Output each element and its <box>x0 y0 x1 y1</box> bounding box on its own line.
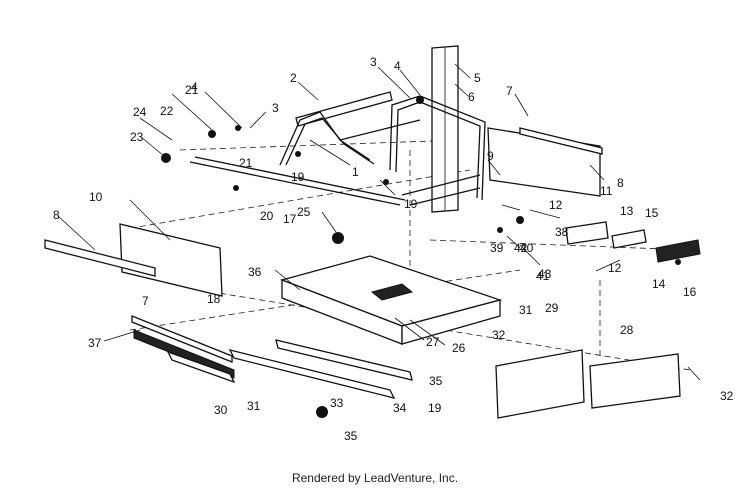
callout: 23 <box>130 130 144 144</box>
callout: 9 <box>487 149 494 163</box>
callout: 6 <box>468 90 475 104</box>
callout: 17 <box>283 212 297 226</box>
left-side-plate <box>119 223 223 297</box>
callout: 4 <box>191 80 198 94</box>
callout: 36 <box>248 265 262 279</box>
callout: 12 <box>549 198 563 212</box>
slide-rail-b <box>275 339 413 381</box>
callout: 31 <box>519 303 533 317</box>
callout: 8 <box>53 208 60 222</box>
lower-angle <box>166 350 236 384</box>
callout: 3 <box>370 55 377 69</box>
callout: 25 <box>297 205 311 219</box>
callout: 29 <box>545 301 559 315</box>
callout: 12 <box>608 261 622 275</box>
slide-rail-a <box>228 349 396 399</box>
callout: 27 <box>426 335 440 349</box>
callout: 38 <box>555 225 569 239</box>
callout: 7 <box>142 294 149 308</box>
vertical-post <box>431 45 459 213</box>
trim-strip <box>131 315 233 363</box>
callout: 16 <box>683 285 697 299</box>
leader-lines <box>57 63 701 381</box>
callout: 5 <box>474 71 481 85</box>
callout: 14 <box>652 277 666 291</box>
callout: 19 <box>291 170 305 184</box>
callout: 43 <box>538 267 552 281</box>
callout: 26 <box>452 341 466 355</box>
callout: 13 <box>620 204 634 218</box>
callout: 20 <box>260 209 274 223</box>
callout: 19 <box>428 401 442 415</box>
callout: 28 <box>620 323 634 337</box>
callout: 42 <box>514 241 528 255</box>
callout: 34 <box>393 401 407 415</box>
callout: 32 <box>492 328 506 342</box>
callout: 22 <box>160 104 174 118</box>
bracket-40 <box>565 221 609 245</box>
callout: 15 <box>645 206 659 220</box>
callout: 30 <box>214 403 228 417</box>
callout: 8 <box>617 176 624 190</box>
right-rail <box>519 127 603 155</box>
callout: 37 <box>88 336 102 350</box>
callout: 7 <box>506 84 513 98</box>
callout: 4 <box>394 59 401 73</box>
callout: 3 <box>272 101 279 115</box>
callout: 21 <box>185 83 199 97</box>
callout: 41 <box>536 269 550 283</box>
bracket-15 <box>611 229 647 249</box>
callout: 24 <box>133 105 147 119</box>
panel-30 <box>589 353 681 409</box>
callout-labels: 1 2 3 3 4 4 5 6 7 7 8 8 9 10 11 12 12 13… <box>53 55 734 443</box>
footer-credit: Rendered by LeadVenture, Inc. <box>291 471 459 485</box>
seat-base <box>279 255 503 345</box>
callout: 32 <box>720 389 734 403</box>
callout: 18 <box>207 292 221 306</box>
callout: 19 <box>404 197 418 211</box>
callout: 39 <box>490 241 504 255</box>
callout: 2 <box>290 71 297 85</box>
callout: 35 <box>429 374 443 388</box>
cross-bar <box>295 91 393 127</box>
callout: 31 <box>247 399 261 413</box>
bracket-17 <box>655 239 701 263</box>
left-rail <box>44 239 156 277</box>
callout: 11 <box>600 184 613 198</box>
callout: 10 <box>89 190 103 204</box>
callout: 35 <box>344 429 358 443</box>
callout: 21 <box>239 156 253 170</box>
callout: 33 <box>330 396 344 410</box>
panel-34 <box>495 349 585 419</box>
hardware <box>161 96 681 418</box>
callout: 1 <box>352 165 359 179</box>
callout: 40 <box>520 241 534 255</box>
